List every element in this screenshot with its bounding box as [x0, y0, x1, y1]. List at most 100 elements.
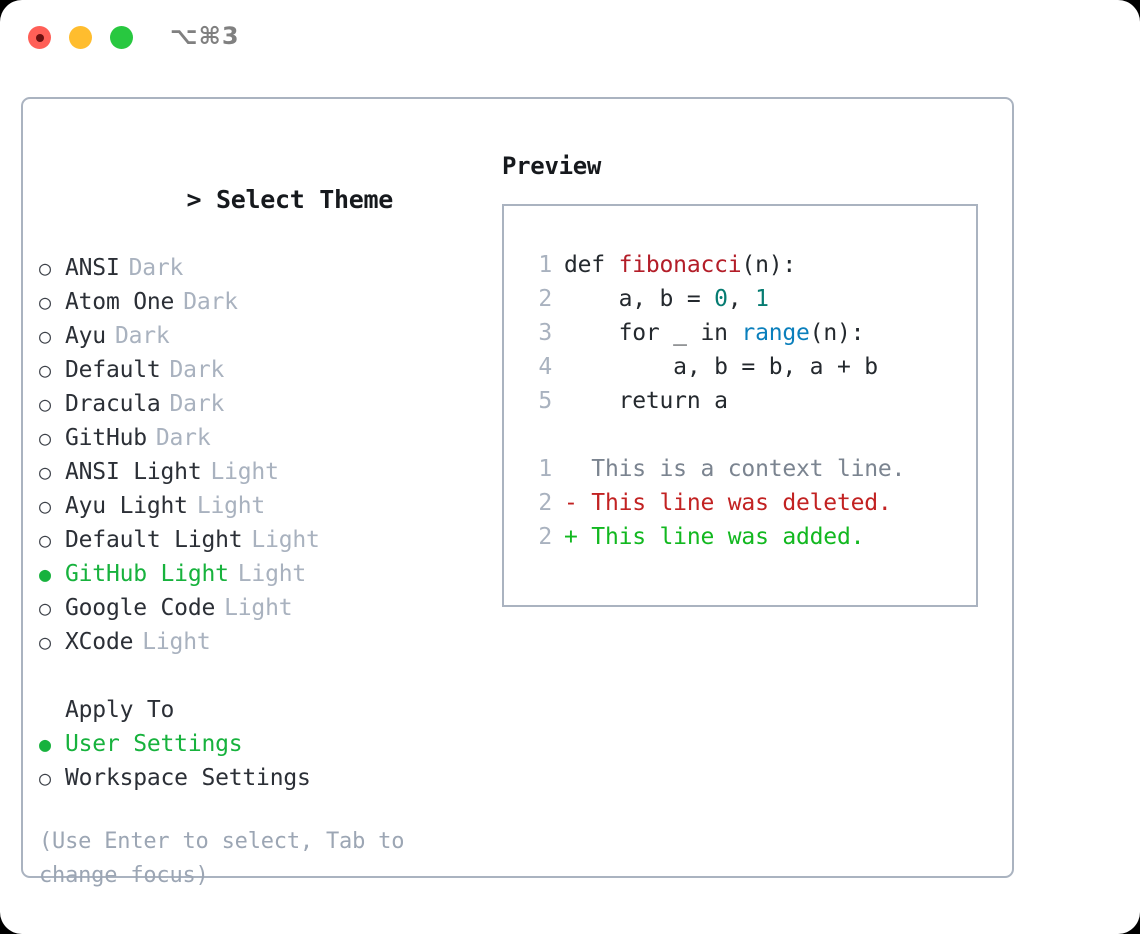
theme-option-default-light[interactable]: ○ Default Light Light — [39, 523, 499, 557]
theme-option-github[interactable]: ○ GitHub Dark — [39, 421, 499, 455]
theme-option-name: ANSI — [65, 255, 120, 281]
diff-line-text: This line was deleted. — [577, 490, 892, 516]
theme-option-name: Dracula — [65, 391, 161, 417]
theme-option-name: Ayu Light — [65, 493, 188, 519]
theme-option-xcode[interactable]: ○ XCode Light — [39, 625, 499, 659]
theme-option-variant: Dark — [128, 255, 184, 281]
code-line-content: for _ in range(n): — [564, 316, 865, 350]
code-diff-spacer — [522, 418, 976, 452]
diff-line-deleted: 2- This line was deleted. — [522, 486, 976, 520]
radio-unselected-icon: ○ — [39, 392, 51, 416]
line-number: 1 — [538, 252, 552, 278]
theme-option-variant: Dark — [169, 357, 225, 383]
theme-option-atom-one[interactable]: ○ Atom One Dark — [39, 285, 499, 319]
diff-line-text: This is a context line. — [577, 456, 906, 482]
code-line: 3 for _ in range(n): — [522, 316, 976, 350]
maximize-button[interactable] — [110, 26, 133, 49]
keyboard-shortcut-label: ⌥⌘3 — [170, 22, 240, 50]
line-number: 2 — [538, 524, 552, 550]
theme-list-title: > Select Theme — [39, 149, 499, 251]
keyboard-hint-text: (Use Enter to select, Tab to change focu… — [39, 829, 405, 888]
theme-option-variant: Light — [251, 527, 320, 553]
code-token: , — [727, 286, 756, 312]
radio-unselected-icon: ○ — [39, 528, 51, 552]
code-line-content: a, b = 0, 1 — [564, 282, 769, 316]
prompt-caret-icon: > — [186, 185, 202, 214]
code-token: a, b = b, a + b — [564, 354, 878, 380]
line-number: 5 — [538, 388, 552, 414]
diff-line-added: 2+ This line was added. — [522, 520, 976, 554]
theme-option-variant: Dark — [169, 391, 225, 417]
theme-option-variant: Dark — [183, 289, 238, 315]
code-token: 1 — [755, 286, 769, 312]
theme-option-dracula[interactable]: ○ Dracula Dark — [39, 387, 499, 421]
theme-option-variant: Light — [237, 561, 307, 587]
code-line: 2 a, b = 0, 1 — [522, 282, 976, 316]
theme-option-variant: Light — [224, 595, 293, 621]
radio-unselected-icon: ○ — [39, 426, 51, 450]
preview-title: Preview — [502, 152, 602, 180]
theme-option-name: Ayu — [65, 323, 106, 349]
code-token: range — [741, 320, 810, 346]
radio-unselected-icon: ○ — [39, 460, 51, 484]
radio-unselected-icon: ○ — [39, 256, 51, 280]
theme-option-name: GitHub Light — [65, 561, 229, 587]
code-line-content: return a — [564, 384, 728, 418]
theme-option-variant: Light — [210, 459, 279, 485]
code-token: 0 — [714, 286, 728, 312]
code-token: (n): — [809, 320, 865, 346]
theme-list-title-text: Select Theme — [216, 185, 394, 214]
code-line: 4 a, b = b, a + b — [522, 350, 976, 384]
apply-to-options-list: ●User Settings○Workspace Settings — [39, 727, 499, 795]
apply-to-option-name: Workspace Settings — [65, 765, 311, 791]
theme-option-ayu[interactable]: ○ Ayu Dark — [39, 319, 499, 353]
theme-option-name: Default Light — [65, 527, 243, 553]
diff-line-context: 1 This is a context line. — [522, 452, 976, 486]
radio-unselected-icon: ○ — [39, 596, 51, 620]
code-line-content: def fibonacci(n): — [564, 248, 796, 282]
close-button[interactable] — [28, 26, 51, 49]
theme-option-name: ANSI Light — [65, 459, 202, 485]
diff-marker: - — [564, 490, 578, 516]
line-number: 1 — [538, 456, 552, 482]
radio-unselected-icon: ○ — [39, 630, 51, 654]
minimize-button[interactable] — [69, 26, 92, 49]
radio-unselected-icon: ○ — [39, 324, 51, 348]
code-line: 5 return a — [522, 384, 976, 418]
code-line-content: a, b = b, a + b — [564, 350, 878, 384]
line-number: 3 — [538, 320, 552, 346]
theme-option-name: XCode — [65, 629, 134, 655]
apply-to-option-name: User Settings — [65, 731, 243, 757]
theme-option-variant: Dark — [114, 323, 170, 349]
theme-option-ansi[interactable]: ○ ANSI Dark — [39, 251, 499, 285]
theme-option-name: GitHub — [65, 425, 147, 451]
code-token: return a — [564, 388, 728, 414]
radio-unselected-icon: ○ — [39, 358, 51, 382]
diff-sample: 1 This is a context line.2- This line wa… — [522, 452, 976, 554]
theme-option-name: Atom One — [65, 289, 175, 315]
apply-to-option-workspace-settings[interactable]: ○Workspace Settings — [39, 761, 499, 795]
radio-unselected-icon: ○ — [39, 290, 51, 314]
line-number: 2 — [538, 490, 552, 516]
theme-option-name: Default — [65, 357, 161, 383]
theme-option-variant: Dark — [155, 425, 211, 451]
apply-to-option-user-settings[interactable]: ●User Settings — [39, 727, 499, 761]
code-token: fibonacci — [618, 252, 742, 278]
diff-line-text: This line was added. — [577, 524, 865, 550]
theme-option-ansi-light[interactable]: ○ ANSI Light Light — [39, 455, 499, 489]
theme-option-variant: Light — [142, 629, 211, 655]
title-bar: ⌥⌘3 — [0, 0, 1140, 78]
code-token: a, b = — [564, 286, 715, 312]
theme-option-default[interactable]: ○ Default Dark — [39, 353, 499, 387]
line-number: 2 — [538, 286, 552, 312]
section-spacer — [39, 659, 499, 693]
